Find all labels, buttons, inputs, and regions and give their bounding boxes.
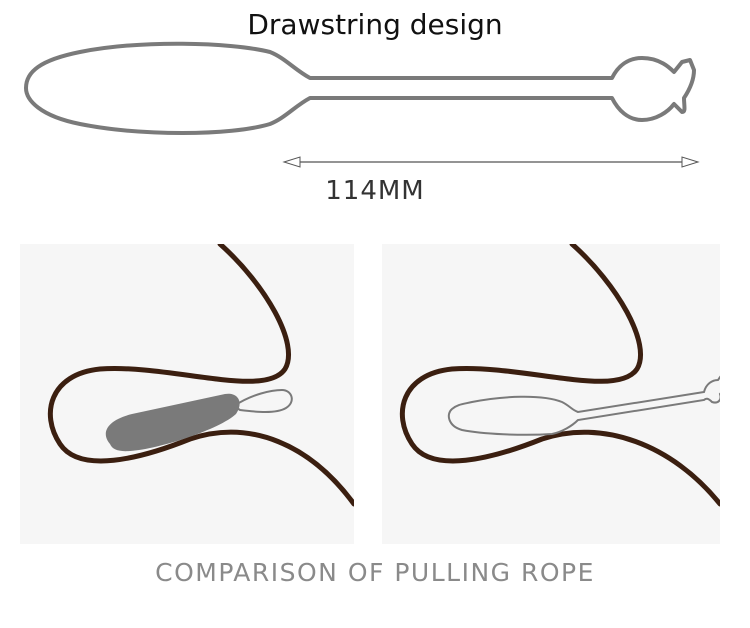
body-curve [399, 244, 720, 507]
egg-filled-shape [105, 393, 240, 452]
egg-with-drawstring-outline [24, 41, 696, 135]
diagram-title: Drawstring design [247, 8, 503, 41]
comparison-panel-without-rope [20, 244, 354, 544]
comparison-panel-with-rope [382, 244, 720, 544]
egg-with-long-drawstring-outline [447, 375, 720, 436]
product-outline-diagram [24, 41, 700, 168]
with-rope-illustration [399, 244, 720, 507]
dimension-arrow-right-icon [681, 156, 700, 168]
short-loop-outline [232, 388, 293, 413]
without-rope-illustration [47, 244, 354, 507]
dimension-label: 114MM [325, 176, 425, 206]
comparison-caption: COMPARISON OF PULLING ROPE [155, 558, 595, 587]
body-curve [47, 244, 354, 507]
dimension-arrow-left-icon [282, 156, 301, 168]
